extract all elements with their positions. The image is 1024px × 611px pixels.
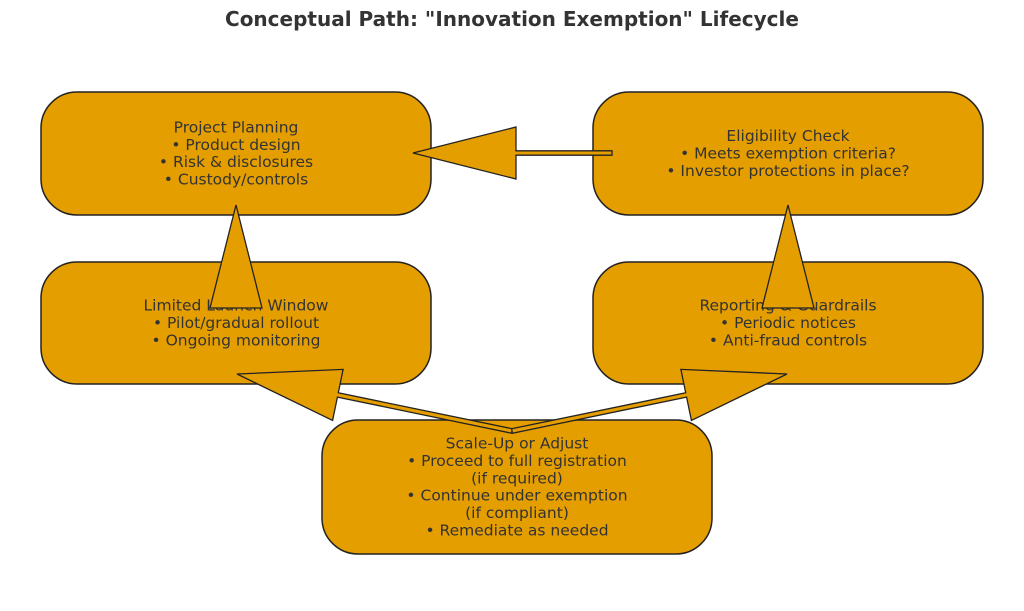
node-eligibility-check: Eligibility Check• Meets exemption crite… <box>592 91 984 216</box>
diagram-title: Conceptual Path: "Innovation Exemption" … <box>225 7 799 31</box>
node-line: • Investor protections in place? <box>666 162 909 180</box>
node-title: Project Planning <box>174 118 299 136</box>
node-scale-up-or-adjust: Scale-Up or Adjust• Proceed to full regi… <box>321 419 713 555</box>
node-line: • Pilot/gradual rollout <box>153 314 319 332</box>
node-line: • Meets exemption criteria? <box>680 145 896 163</box>
arrow-scale-up-or-adjust-to-reporting-guardrails <box>510 368 788 434</box>
node-title: Eligibility Check <box>726 127 849 145</box>
node-box <box>321 419 713 555</box>
node-title: Scale-Up or Adjust <box>446 435 589 453</box>
node-line: • Anti-fraud controls <box>709 331 867 349</box>
arrow-reporting-guardrails-to-eligibility-check <box>761 204 815 309</box>
arrow-eligibility-check-to-project-planning <box>412 126 613 180</box>
node-line: • Risk & disclosures <box>159 153 313 171</box>
node-project-planning: Project Planning• Product design• Risk &… <box>40 91 432 216</box>
node-line: • Product design <box>171 136 300 154</box>
node-line: • Proceed to full registration <box>407 452 627 470</box>
node-line: • Periodic notices <box>720 314 856 332</box>
node-line: (if required) <box>471 469 563 487</box>
node-line: • Custody/controls <box>164 171 308 189</box>
node-limited-launch-window: Limited Launch Window• Pilot/gradual rol… <box>40 261 432 385</box>
node-line: (if compliant) <box>465 504 569 522</box>
node-line: • Ongoing monitoring <box>152 331 321 349</box>
node-line: • Remediate as needed <box>425 522 608 540</box>
node-line: • Continue under exemption <box>406 487 627 505</box>
arrows-layer <box>209 126 815 434</box>
arrow-scale-up-or-adjust-to-limited-launch-window <box>236 368 514 434</box>
arrow-limited-launch-window-to-project-planning <box>209 204 263 309</box>
